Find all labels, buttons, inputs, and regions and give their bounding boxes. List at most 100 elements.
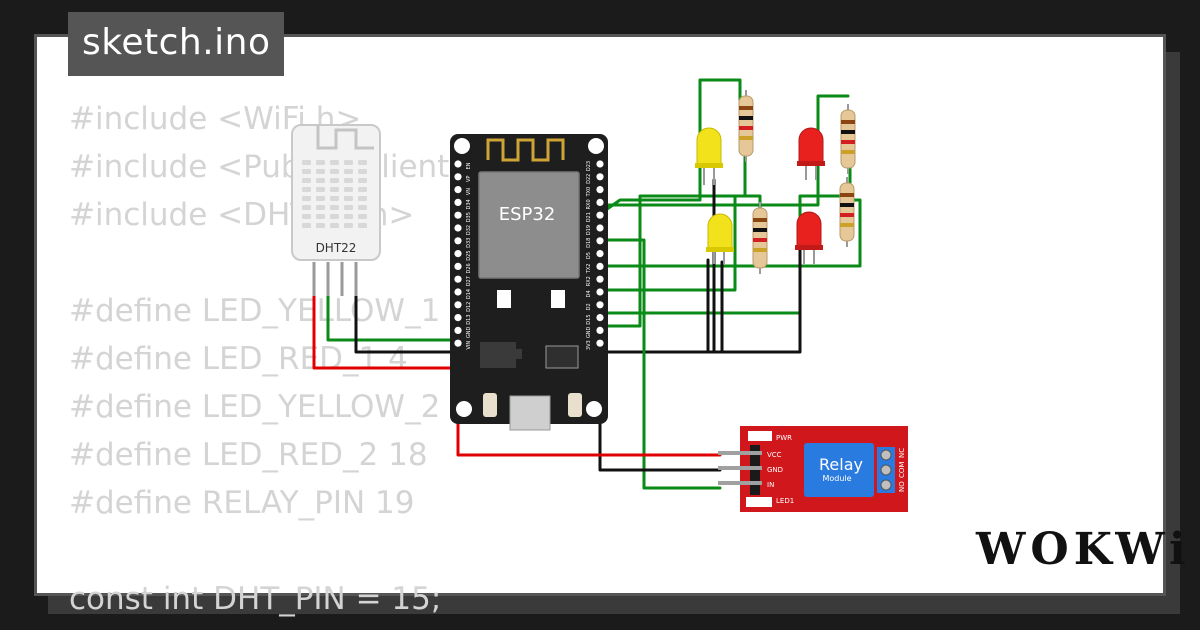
resistor[interactable] [840, 104, 856, 174]
dht22-vent [344, 169, 353, 174]
esp32-pin-label: TX2 [586, 264, 592, 275]
code-line: #define RELAY_PIN 19 [69, 485, 415, 521]
relay-pin-in: IN [767, 481, 774, 489]
esp32-pin-label: VP [466, 176, 472, 182]
esp32-pin-label: D23 [586, 161, 592, 171]
led-yellow-1[interactable] [695, 127, 723, 185]
wire-relay-in [598, 238, 722, 490]
resistor[interactable] [752, 202, 768, 274]
esp32-pin-label: D27 [466, 276, 472, 286]
esp32-left-pin-labels: ENVPVND34D35D32D33D25D26D27D14D12D13GNDV… [466, 162, 472, 349]
dht22-vent [316, 160, 325, 165]
esp32-pin-label: D4 [586, 290, 592, 297]
esp32-pin-label: D32 [466, 225, 472, 235]
esp32-pin-hole [596, 160, 604, 168]
esp32-pin-label: D22 [586, 174, 592, 184]
esp32-pin-hole [596, 301, 604, 309]
esp32-right-pin-holes [596, 160, 604, 347]
esp32-pin-hole [596, 186, 604, 194]
esp32-right-pin-labels: D23D22TX0RX0D21D19D18D5TX2RX2D4D2D15GND3… [586, 161, 592, 350]
esp32-pin-hole [454, 275, 462, 283]
led-red-1[interactable] [797, 127, 825, 180]
dht22-label: DHT22 [316, 241, 357, 255]
led-yellow-2[interactable] [706, 213, 734, 264]
resistors [738, 90, 856, 274]
wire-relay-gnd [598, 248, 722, 472]
esp32-pin-hole [596, 224, 604, 232]
esp32-pin-label: D14 [466, 289, 472, 299]
esp32-pin-label: D5 [586, 252, 592, 259]
dht22-vent [316, 178, 325, 183]
esp32-pin-label: D33 [466, 238, 472, 248]
esp32-pin-label: VN [466, 188, 472, 195]
esp32-pin-hole [454, 198, 462, 206]
esp32-pin-hole [454, 186, 462, 194]
dht22-vent [316, 169, 325, 174]
relay-terminal-com: COM [898, 462, 906, 478]
dht22-pins [312, 262, 358, 296]
esp32-pin-label: RX2 [586, 276, 592, 286]
esp32-pin-hole [596, 198, 604, 206]
dht22-vent [302, 187, 311, 192]
esp32-pin-hole [596, 262, 604, 270]
dht22-vent [316, 223, 325, 228]
dht22-vent [302, 196, 311, 201]
dht22-sensor[interactable]: DHT22 [291, 124, 381, 296]
esp32-pin-hole [454, 288, 462, 296]
esp32-pin-label: D12 [466, 302, 472, 312]
dht22-vent [302, 223, 311, 228]
led-red-2[interactable] [795, 211, 823, 264]
esp32-pin-hole [596, 211, 604, 219]
dht22-grille [302, 160, 367, 228]
dht22-vent [316, 205, 325, 210]
dht22-vent [316, 196, 325, 201]
esp32-pin-label: D26 [466, 263, 472, 273]
dht22-vent [344, 187, 353, 192]
dht22-vent [330, 160, 339, 165]
dht22-vent [358, 205, 367, 210]
esp32-pin-label: D19 [586, 225, 592, 235]
esp32-pin-hole [454, 326, 462, 334]
esp32-pin-hole [596, 326, 604, 334]
esp32-label: ESP32 [499, 204, 556, 225]
dht22-vent [330, 169, 339, 174]
esp32-pin-hole [596, 275, 604, 283]
esp32-pin-hole [454, 211, 462, 219]
esp32-pin-hole [454, 301, 462, 309]
esp32-pin-hole [454, 173, 462, 181]
resistor[interactable] [738, 90, 754, 162]
sketch-filename-title: sketch.ino [68, 12, 285, 76]
esp32-board[interactable]: ESP32 ENVPVND34D35D32D33D25D26D27D14D12D… [450, 134, 608, 431]
relay-led-label: LED1 [776, 497, 794, 505]
relay-module[interactable]: PWR LED1 VCC GND IN Relay Module NO COM … [718, 426, 908, 512]
wokwi-logo: WOKWi [976, 524, 1191, 575]
dht22-vent [302, 160, 311, 165]
relay-pwr-label: PWR [776, 434, 792, 442]
code-line: #define LED_YELLOW_1 2 [69, 293, 470, 329]
dht22-vent [344, 160, 353, 165]
relay-pin-gnd: GND [767, 466, 783, 474]
dht22-vent [302, 214, 311, 219]
dht22-vent [316, 214, 325, 219]
wire-led-yellow-1 [598, 153, 747, 328]
dht22-vent [344, 178, 353, 183]
esp32-pin-hole [454, 237, 462, 245]
dht22-vent [316, 187, 325, 192]
esp32-pin-label: D35 [466, 212, 472, 222]
wire-gnd-bus [598, 228, 802, 354]
dht22-vent [344, 205, 353, 210]
dht22-vent [330, 187, 339, 192]
dht22-vent [344, 214, 353, 219]
resistor[interactable] [839, 177, 855, 247]
esp32-pin-hole [596, 314, 604, 322]
esp32-pin-label: EN [466, 162, 472, 169]
esp32-pin-hole [454, 160, 462, 168]
relay-subtitle: Module [822, 474, 851, 483]
esp32-pin-hole [454, 314, 462, 322]
esp32-pin-label: 3V3 [586, 340, 592, 350]
esp32-pin-hole [596, 237, 604, 245]
wire-dht-data [326, 293, 464, 342]
esp32-pin-label: D21 [586, 212, 592, 222]
